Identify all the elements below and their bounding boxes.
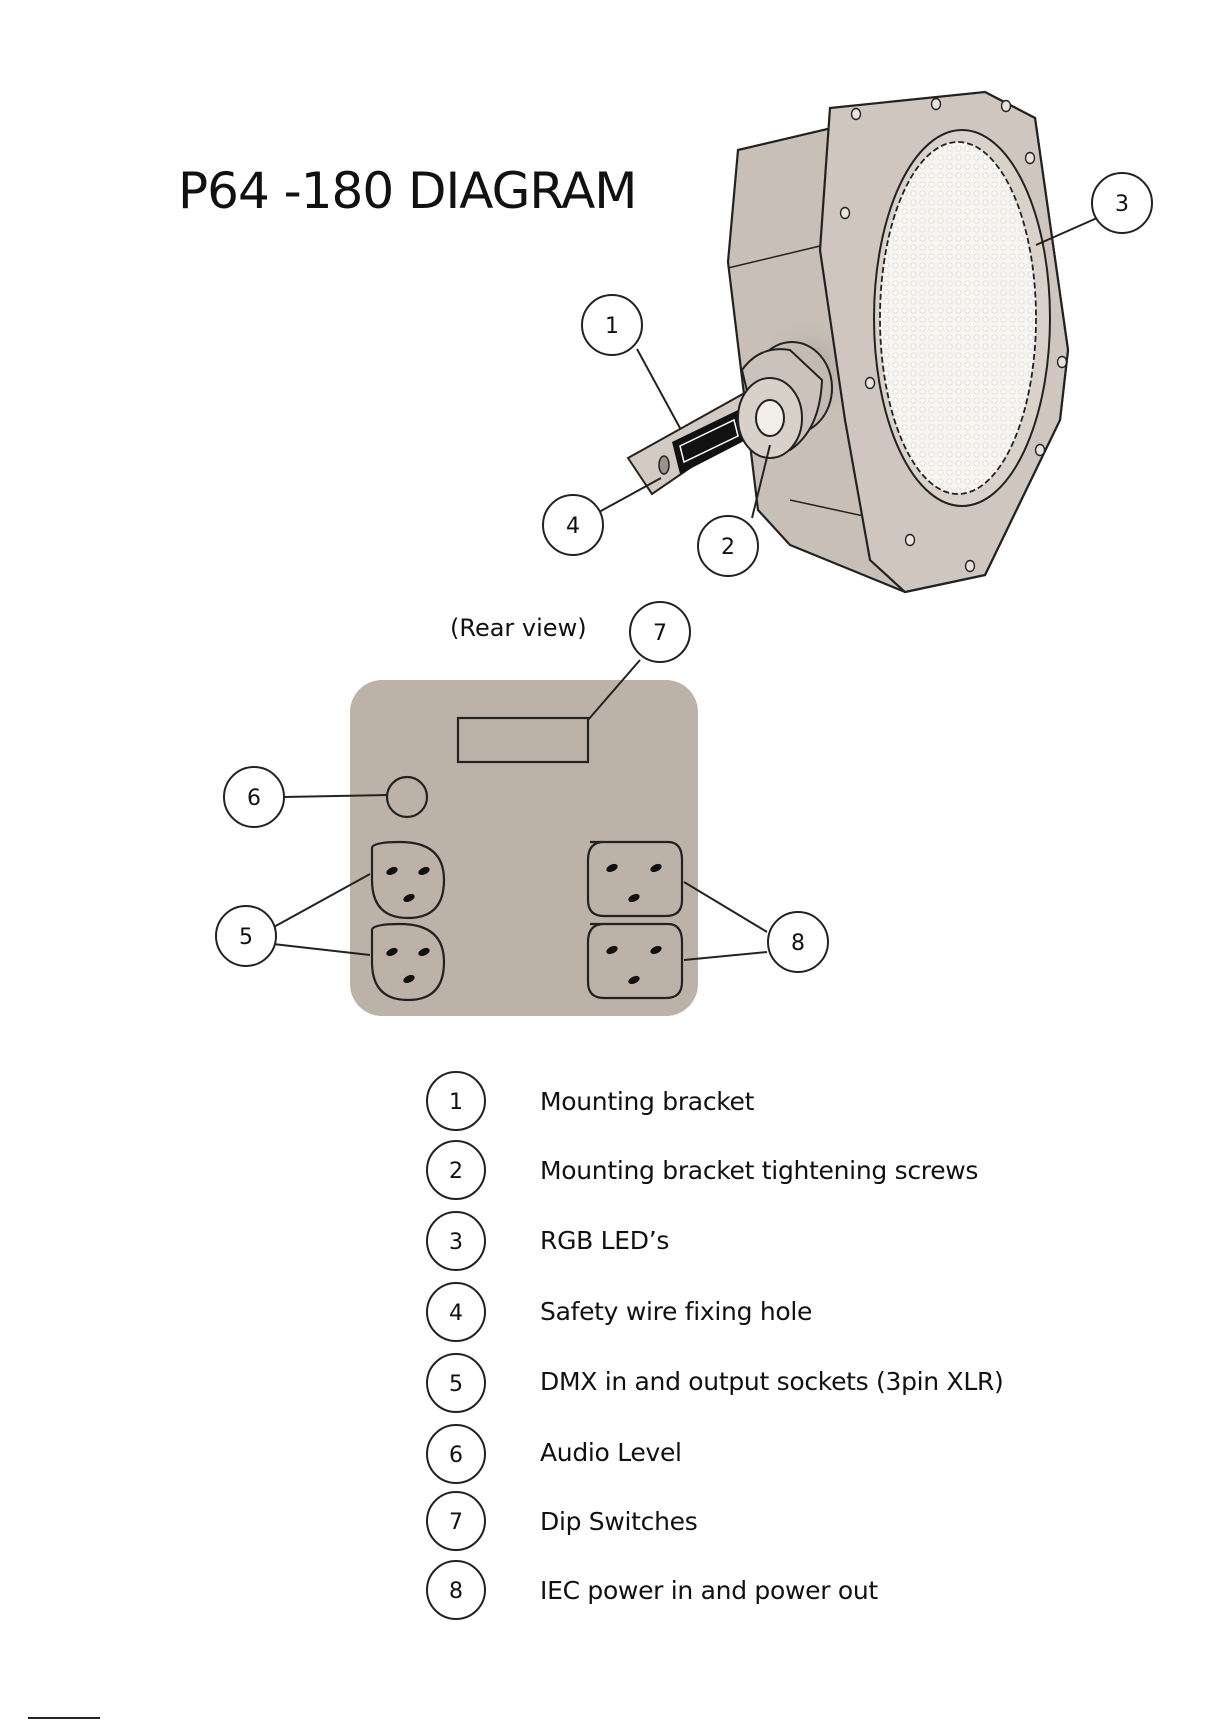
legend-label: IEC power in and power out <box>540 1576 878 1605</box>
legend-item: 6 Audio Level <box>427 1425 682 1483</box>
legend-item: 8 IEC power in and power out <box>427 1561 878 1619</box>
rear-view-label: (Rear view) <box>450 614 587 642</box>
callout-5: 5 <box>216 906 276 966</box>
power-in-socket <box>588 842 682 916</box>
legend-label: Audio Level <box>540 1438 682 1467</box>
diagram-title: P64 -180 DIAGRAM <box>178 162 636 220</box>
legend: 1 Mounting bracket 2 Mounting bracket ti… <box>427 1072 1003 1619</box>
svg-text:4: 4 <box>449 1301 463 1326</box>
legend-item: 7 Dip Switches <box>427 1492 697 1550</box>
svg-text:1: 1 <box>605 314 619 339</box>
callout-7: 7 <box>630 602 690 662</box>
callout-1: 1 <box>582 295 642 355</box>
svg-text:3: 3 <box>1115 192 1129 217</box>
rgb-led-array <box>880 142 1036 494</box>
callout-2: 2 <box>698 516 758 576</box>
legend-item: 3 RGB LED’s <box>427 1212 669 1270</box>
svg-text:2: 2 <box>721 535 735 560</box>
svg-text:7: 7 <box>653 621 667 646</box>
svg-text:6: 6 <box>449 1443 463 1468</box>
dmx-out-socket <box>372 924 444 1000</box>
svg-text:5: 5 <box>449 1372 463 1397</box>
leader-1 <box>637 349 680 428</box>
svg-text:5: 5 <box>239 925 253 950</box>
svg-text:2: 2 <box>449 1159 463 1184</box>
screw-icon <box>1036 445 1045 456</box>
rear-panel <box>350 680 698 1016</box>
callout-3: 3 <box>1092 173 1152 233</box>
legend-label: Mounting bracket <box>540 1087 755 1116</box>
svg-text:6: 6 <box>247 786 261 811</box>
legend-label: Dip Switches <box>540 1507 697 1536</box>
par-can-fixture <box>628 92 1068 592</box>
legend-item: 1 Mounting bracket <box>427 1072 755 1130</box>
safety-wire-hole <box>659 456 669 474</box>
power-out-socket <box>588 924 682 998</box>
legend-item: 5 DMX in and output sockets (3pin XLR) <box>427 1354 1003 1412</box>
screw-icon <box>1058 357 1067 368</box>
svg-text:1: 1 <box>449 1090 463 1115</box>
svg-text:8: 8 <box>449 1579 463 1604</box>
audio-level-knob <box>387 777 427 817</box>
screw-icon <box>852 109 861 120</box>
hub-knob-hole <box>756 400 784 436</box>
dmx-in-socket <box>372 842 444 918</box>
screw-icon <box>1026 153 1035 164</box>
svg-text:7: 7 <box>449 1510 463 1535</box>
dip-switch-window <box>458 718 588 762</box>
screw-icon <box>906 535 915 546</box>
svg-text:8: 8 <box>791 931 805 956</box>
legend-label: RGB LED’s <box>540 1226 669 1255</box>
callout-4: 4 <box>543 495 603 555</box>
svg-text:3: 3 <box>449 1230 463 1255</box>
callout-8: 8 <box>768 912 828 972</box>
legend-label: DMX in and output sockets (3pin XLR) <box>540 1367 1003 1396</box>
legend-item: 4 Safety wire fixing hole <box>427 1283 812 1341</box>
screw-icon <box>841 208 850 219</box>
screw-icon <box>932 99 941 110</box>
screw-icon <box>866 378 875 389</box>
screw-icon <box>966 561 975 572</box>
legend-label: Mounting bracket tightening screws <box>540 1156 978 1185</box>
callout-6: 6 <box>224 767 284 827</box>
legend-label: Safety wire fixing hole <box>540 1297 812 1326</box>
legend-item: 2 Mounting bracket tightening screws <box>427 1141 978 1199</box>
screw-icon <box>1002 101 1011 112</box>
svg-text:4: 4 <box>566 514 580 539</box>
